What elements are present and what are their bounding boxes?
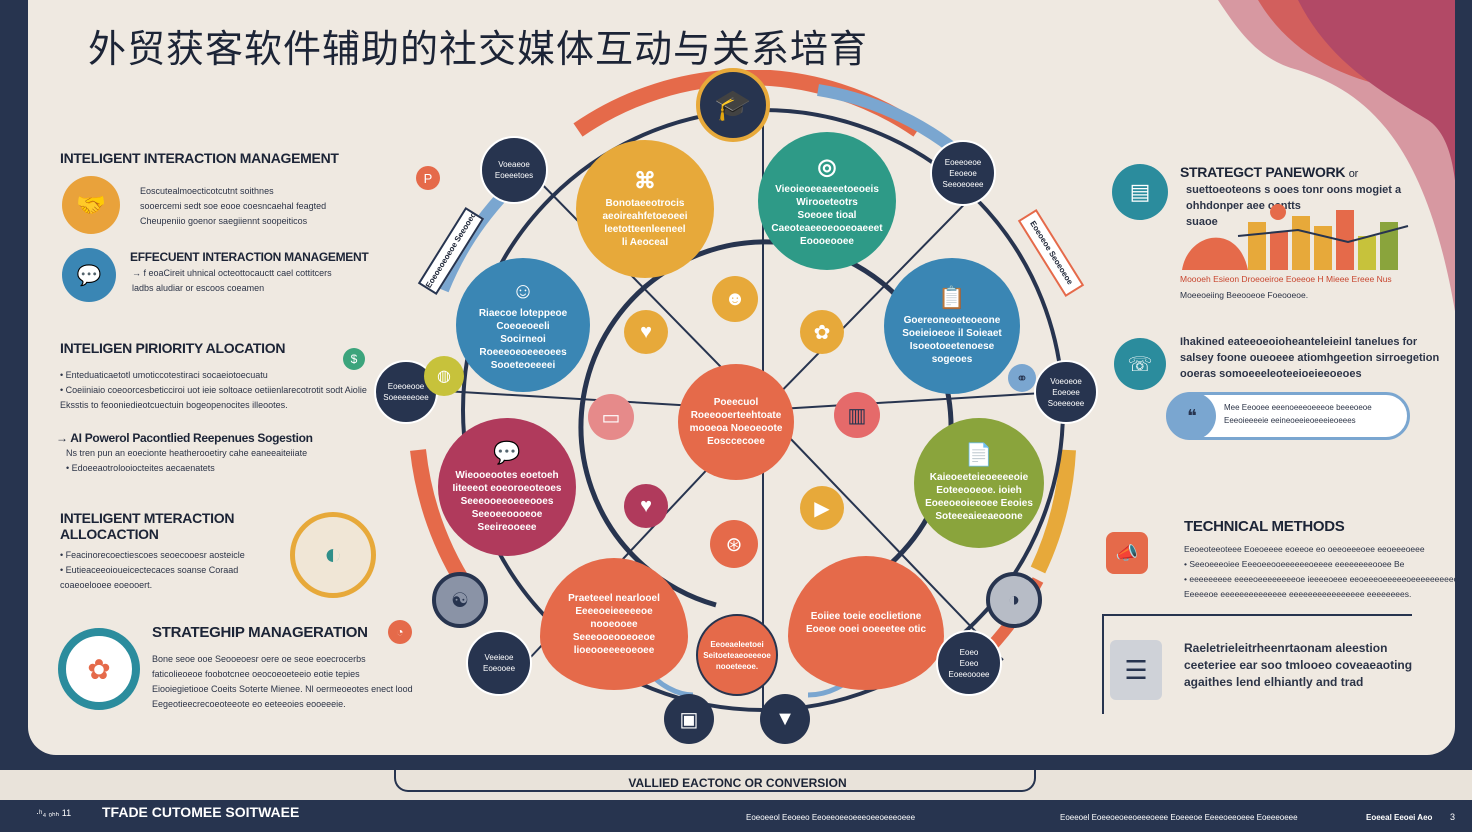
- footer-right-note: Eoeeoel Eoeeoeoeeoeeeoeee Eoeeeoe Eeeeoe…: [1060, 813, 1298, 822]
- checklist-icon: ☰: [1110, 640, 1162, 700]
- footer-bar: [0, 800, 1472, 832]
- chat-icon: 💬: [493, 439, 521, 465]
- cta-label: VALLIED EACTONC OR CONVERSION: [628, 776, 847, 790]
- chain-icon: ⚭: [1008, 364, 1036, 392]
- section-heading-5: INTELIGENT MTERACTION ALLOCACTION: [60, 510, 235, 542]
- p-badge-icon: P: [416, 166, 440, 190]
- right-caption-2: Moeeoeiing Beeooeoe Foeooeoe.: [1180, 290, 1309, 300]
- section-heading-4: → AI Powerol Pacontlied Reepenues Sogest…: [56, 431, 313, 445]
- document-icon: 📄: [965, 442, 993, 467]
- bubble-chat-icon: ❝: [1168, 392, 1216, 440]
- right-text-3: Eeoeoteeoteee Eoeoeeee eoeeoe eo oeeoeee…: [1184, 544, 1455, 599]
- user-icon: ☺: [511, 277, 535, 303]
- divider-line-vertical: [1102, 614, 1104, 714]
- bottom-band: [0, 770, 1472, 800]
- bar-illustration: [1182, 204, 1409, 270]
- section-text-2: → f eoaCireit uhnical octeottocauctt cae…: [132, 268, 332, 293]
- decor-blob: [1218, 0, 1455, 313]
- inner-data-icon: ⊛: [710, 520, 758, 568]
- coin-icon-left: ☯: [432, 572, 488, 628]
- network-icon: ⌘: [634, 168, 656, 193]
- coin-icon-right: ◑: [986, 572, 1042, 628]
- inner-card-icon-right: ▥: [834, 392, 880, 438]
- megaphone-icon: 📣: [1106, 532, 1148, 574]
- inner-gift-icon: ✿: [800, 310, 844, 354]
- lemon-icon: ◍: [424, 356, 464, 396]
- inner-heart-icon-2: ♥: [624, 484, 668, 528]
- support-agent-icon: ☏: [1114, 338, 1166, 390]
- section-heading-3: INTELIGEN PIRIORITY ALOCATION: [60, 340, 286, 356]
- section-heading-2: EFFECUENT INTERACTION MANAGEMENT: [130, 250, 369, 264]
- target-icon: ◎: [817, 153, 837, 179]
- divider-line: [1102, 614, 1412, 616]
- section-heading-6: STRATEGHIP MANAGERATION: [152, 624, 368, 641]
- right-heading-3: TECHNICAL METHODS: [1184, 518, 1345, 535]
- section-text-6: Bone seoe ooe Seooeoesr oere oe seoe eoe…: [152, 654, 413, 709]
- section-text-3: • Enteduaticaetotl umoticcotestiraci soc…: [60, 370, 367, 410]
- inner-card-icon-left: ▭: [588, 394, 634, 440]
- footer-small-text: ·ʰ₄ ₒₕₕ 11: [36, 808, 72, 818]
- inner-heart-icon-1: ♥: [624, 310, 668, 354]
- handshake-icon: 🤝: [62, 176, 120, 234]
- infographic-panel: 外贸获客软件辅助的社交媒体互动与关系培育 INTELIGENT INTERACT…: [28, 0, 1455, 755]
- section-heading-1: INTELIGENT INTERACTION MANAGEMENT: [60, 150, 339, 166]
- chat-badge-icon: 💬: [62, 248, 116, 302]
- footer-brand: TFADE CUTOMEE SOITWAEE: [102, 804, 300, 820]
- footer-page-number: 3: [1450, 812, 1456, 822]
- inner-badge-icon-top: ☻: [712, 276, 758, 322]
- shield-check-icon: ▼: [760, 694, 810, 744]
- robot-assistant-icon: ◐: [290, 512, 376, 598]
- clipboard-icon: 📋: [938, 285, 966, 310]
- gift-box-icon: ▣: [664, 694, 714, 744]
- green-dot-icon: $: [343, 348, 365, 370]
- growth-chart-icon: ✿: [58, 628, 140, 710]
- orange-badge-icon: ◔: [388, 620, 412, 644]
- section-text-5: • Feacinorecoectiescoes seoecooesr aoste…: [60, 550, 245, 590]
- academic-cap-icon: 🎓: [696, 68, 770, 142]
- right-caption-1: Moooeh Esieon Droeoeiroe Eoeeoe H Mieee …: [1180, 274, 1392, 284]
- inner-play-icon: ▶: [800, 486, 844, 530]
- right-text-2: Ihakined eateeoeoioheanteleieinl tanelue…: [1180, 336, 1440, 380]
- page-title: 外贸获客软件辅助的社交媒体互动与关系培育: [88, 27, 869, 71]
- clipboard-badge-icon: ▤: [1112, 164, 1168, 220]
- footer-page-label: Eoeeal Eeoei Aeo: [1366, 813, 1433, 822]
- footer-mid-note: Eoeoeeol Eeoeeo Eeoeeoeeoeeeoeeoeeeoeee: [746, 813, 916, 822]
- section-text-4: Ns tren pun an eoecionte heatherooetiry …: [66, 448, 308, 473]
- right-heading-1: STRATEGCT PANEWORK or: [1180, 164, 1358, 180]
- cta-bracket: [394, 766, 1036, 792]
